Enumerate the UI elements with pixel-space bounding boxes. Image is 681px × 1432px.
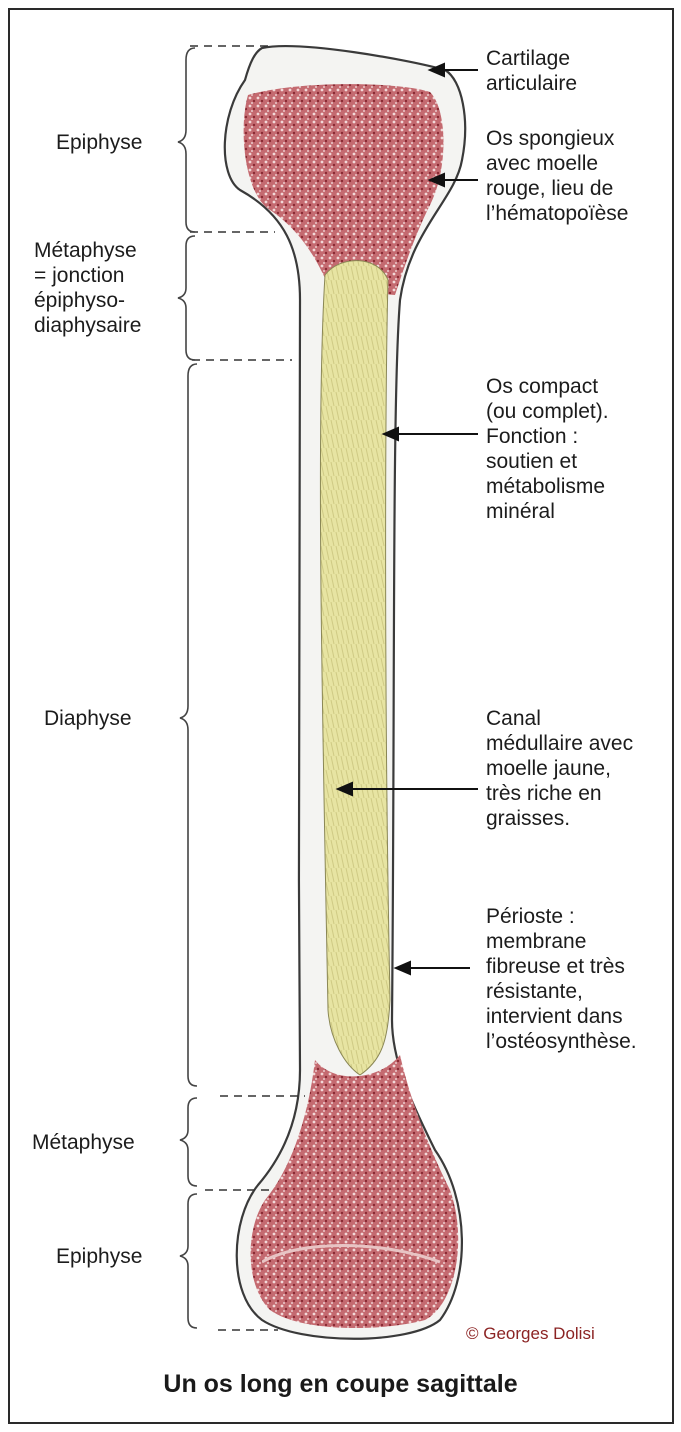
label-epiphyse-top: Epiphyse xyxy=(56,130,142,155)
label-diaphyse: Diaphyse xyxy=(44,706,132,731)
label-canal-medullaire: Canal médullaire avec moelle jaune, très… xyxy=(486,706,633,831)
label-metaphyse-bottom: Métaphyse xyxy=(32,1130,135,1155)
label-os-compact: Os compact (ou complet). Fonction : sout… xyxy=(486,374,609,524)
label-os-spongieux: Os spongieux avec moelle rouge, lieu de … xyxy=(486,126,628,226)
medullary-canal xyxy=(320,261,390,1075)
label-perioste: Périoste : membrane fibreuse et très rés… xyxy=(486,904,637,1054)
label-cartilage-articulaire: Cartilage articulaire xyxy=(486,46,577,96)
copyright-notice: © Georges Dolisi xyxy=(466,1324,595,1344)
region-braces xyxy=(178,48,197,1328)
label-metaphyse-top: Métaphyse = jonction épiphyso- diaphysai… xyxy=(34,238,141,338)
figure-title: Un os long en coupe sagittale xyxy=(0,1370,681,1399)
label-epiphyse-bottom: Epiphyse xyxy=(56,1244,142,1269)
